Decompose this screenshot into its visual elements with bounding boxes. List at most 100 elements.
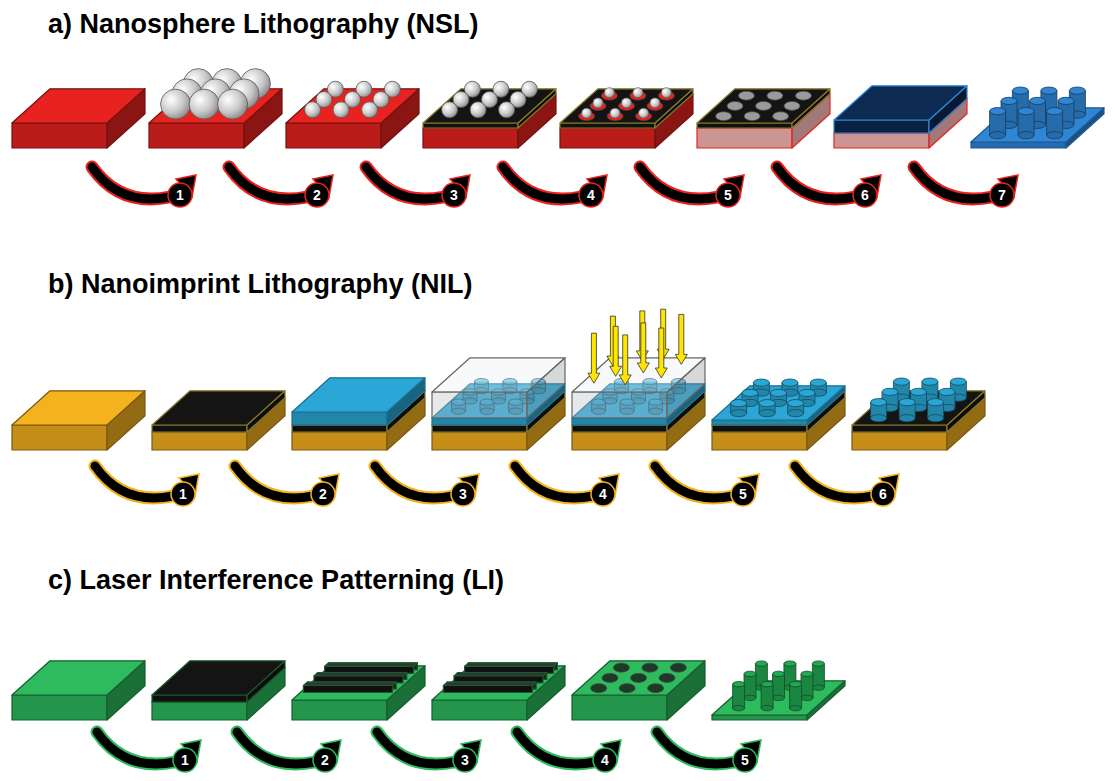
block-face [852, 432, 947, 450]
pillar [731, 400, 747, 407]
pillar [871, 399, 887, 406]
block-face [152, 432, 247, 450]
nanosphere [622, 98, 632, 108]
block-face [834, 120, 929, 133]
block-face [423, 123, 518, 128]
pillar [966, 382, 967, 398]
block-face [292, 666, 425, 700]
step-arrow [515, 466, 593, 498]
step-number-holder: 6 [853, 183, 877, 207]
step-number: 2 [313, 187, 321, 203]
hole [602, 673, 618, 682]
nanosphere [161, 89, 191, 119]
pillar [922, 378, 938, 385]
pillar [761, 684, 773, 708]
hole [773, 112, 789, 121]
nanosphere [218, 89, 248, 119]
uv-light-arrow [610, 326, 622, 376]
pillar [784, 661, 796, 666]
step-arrow [377, 732, 455, 764]
nanosphere [333, 102, 349, 118]
step-number: 2 [321, 752, 329, 768]
step-number-holder: 2 [311, 482, 335, 506]
step-arrow [795, 466, 873, 498]
block-face [423, 128, 518, 148]
step-number: 1 [181, 752, 189, 768]
hole [613, 663, 629, 672]
pillar [893, 378, 909, 385]
ridge [303, 686, 392, 693]
nanosphere [362, 102, 378, 118]
step-arrow [517, 732, 595, 764]
hole [659, 673, 675, 682]
nanosphere [582, 108, 592, 118]
pillar [744, 695, 756, 700]
step-number-holder: 5 [731, 482, 755, 506]
pillar [990, 108, 1006, 115]
pillar [1018, 108, 1034, 115]
step-arrow [97, 732, 175, 764]
step-arrow [171, 482, 195, 506]
step-arrow [579, 183, 603, 207]
step-arrow [442, 183, 466, 207]
step-arrow [377, 732, 455, 764]
hole [795, 91, 811, 100]
step-number: 6 [861, 187, 869, 203]
step-number: 3 [459, 486, 467, 502]
pillar [759, 410, 775, 417]
pillar [790, 705, 802, 710]
block-face [560, 89, 693, 123]
pillar [909, 382, 910, 398]
pillar [1085, 91, 1086, 115]
block-face [572, 425, 667, 432]
block-face [432, 700, 527, 720]
pillar [801, 674, 813, 698]
step-arrow [731, 482, 755, 506]
uv-light-arrow [637, 323, 649, 373]
pillar [928, 415, 944, 422]
block-face [971, 142, 1066, 148]
step-arrow [853, 183, 877, 207]
pillar [753, 379, 769, 386]
pillar [784, 674, 785, 698]
step-number: 6 [879, 486, 887, 502]
pillar [790, 684, 802, 708]
block-face [712, 386, 845, 420]
nanosphere [661, 88, 671, 98]
nanosphere [650, 98, 660, 108]
pillar [755, 661, 767, 666]
block-face [697, 89, 830, 123]
step-arrow [503, 167, 581, 199]
pillar [1030, 97, 1046, 104]
pillar [943, 402, 944, 418]
uv-light-arrow [619, 335, 631, 385]
pillar [899, 399, 915, 406]
section-heading: c) Laser Interference Patterning (LI) [48, 564, 504, 596]
pillar [1012, 87, 1028, 94]
pillar [773, 684, 774, 708]
step-arrow [173, 748, 197, 772]
step-number: 2 [319, 486, 327, 502]
pillar [761, 684, 762, 708]
step-arrow [375, 466, 453, 498]
pillar [801, 684, 802, 708]
step-arrow [235, 466, 313, 498]
step-arrow [914, 167, 992, 199]
pillar [788, 410, 804, 417]
block-face [712, 420, 807, 425]
imprint-mold [572, 392, 667, 418]
hole [756, 101, 772, 110]
step-arrow [593, 748, 617, 772]
step-arrow [95, 466, 173, 498]
step-arrow [515, 466, 593, 498]
pillar [990, 132, 1006, 139]
step-number-holder: 4 [593, 748, 617, 772]
step-number: 5 [739, 486, 747, 502]
step-arrow [716, 183, 740, 207]
nanosphere [610, 108, 620, 118]
pillar [742, 389, 758, 396]
pillar [782, 379, 798, 386]
pillar [733, 681, 745, 686]
pillar [915, 402, 916, 418]
